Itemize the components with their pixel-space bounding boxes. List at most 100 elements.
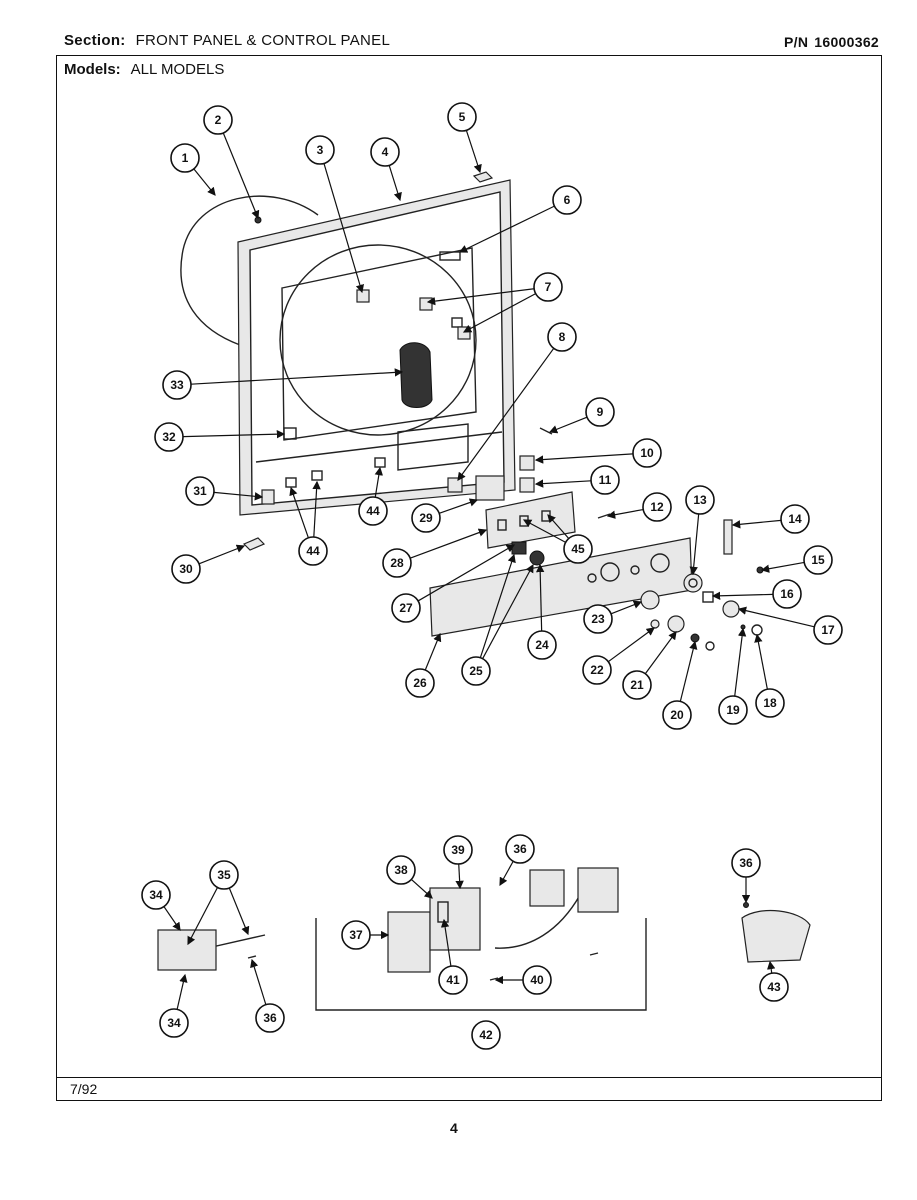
callout-25-24: 25 <box>461 656 491 686</box>
callout-number: 36 <box>739 856 753 870</box>
timer-29 <box>475 475 505 501</box>
callout-number: 34 <box>167 1016 181 1030</box>
callout-circle <box>662 700 692 730</box>
callout-38-40: 38 <box>386 855 416 885</box>
callout-circle <box>162 370 192 400</box>
harness-details <box>157 867 811 1011</box>
callout-number: 41 <box>446 973 460 987</box>
callout-17-16: 17 <box>813 615 843 645</box>
callout-circle <box>527 630 557 660</box>
leader-line-12-11-0 <box>606 508 644 519</box>
callout-24-23: 24 <box>527 630 557 660</box>
bracket-43 <box>741 910 811 963</box>
callout-number: 1 <box>182 151 189 165</box>
callout-circle <box>718 695 748 725</box>
panel-separator <box>255 431 503 463</box>
clip-30 <box>242 537 266 551</box>
leader-line-9-8-0 <box>548 416 588 434</box>
callout-40-42: 40 <box>522 965 552 995</box>
section-header: Section: FRONT PANEL & CONTROL PANEL <box>64 32 390 49</box>
callout-10-9: 10 <box>632 438 662 468</box>
leader-line-14-13-0 <box>731 519 782 529</box>
cutout-hinge <box>451 317 463 328</box>
leader-line-41-43-0 <box>440 918 452 967</box>
callout-number: 21 <box>630 678 644 692</box>
callout-41-43: 41 <box>438 965 468 995</box>
screw-36a <box>247 955 257 959</box>
callout-circle <box>585 397 615 427</box>
callout-number: 43 <box>767 980 781 994</box>
callout-number: 35 <box>217 868 231 882</box>
callout-circle <box>170 143 200 173</box>
leader-line-10-9-0 <box>534 453 634 464</box>
callout-36-36: 36 <box>505 834 535 864</box>
callout-28-27: 28 <box>382 548 412 578</box>
clip-7b <box>457 326 471 340</box>
leader-line-31-30-0 <box>213 491 264 501</box>
callout-circle <box>391 593 421 623</box>
callout-23-22: 23 <box>583 604 613 634</box>
callout-9-8: 9 <box>585 397 615 427</box>
door-opening-circle <box>279 244 477 436</box>
callout-circle <box>590 465 620 495</box>
spring-16 <box>702 591 714 603</box>
callout-number: 42 <box>479 1028 493 1042</box>
callout-2-1: 2 <box>203 105 233 135</box>
callout-number: 33 <box>170 378 184 392</box>
cap-20 <box>690 633 700 643</box>
callout-number: 37 <box>349 928 363 942</box>
callout-number: 34 <box>149 888 163 902</box>
latch-3 <box>356 289 370 303</box>
leader-line-34-38-0 <box>176 973 188 1010</box>
section-label: Section: <box>64 32 126 49</box>
callout-18-17: 18 <box>755 688 785 718</box>
console-knob-hole-a <box>600 562 620 582</box>
leader-line-4-3-0 <box>388 165 402 202</box>
front-panel-drawing <box>180 171 516 551</box>
callout-number: 10 <box>640 446 654 460</box>
callout-34-33: 34 <box>141 880 171 910</box>
callout-number: 6 <box>564 193 571 207</box>
callout-circle <box>582 655 612 685</box>
leader-line-45-48-1 <box>547 514 570 539</box>
leader-line-44-46-0 <box>374 466 383 498</box>
callout-circle <box>405 668 435 698</box>
callout-circle <box>522 965 552 995</box>
leader-line-3-2-0 <box>323 163 364 294</box>
callout-8-7: 8 <box>547 322 577 352</box>
callout-32-31: 32 <box>154 422 184 452</box>
knob-25 <box>529 550 545 566</box>
knob-13-inner <box>688 578 698 588</box>
section-value: FRONT PANEL & CONTROL PANEL <box>135 32 391 49</box>
callout-circle <box>505 834 535 864</box>
callout-27-26: 27 <box>391 593 421 623</box>
callout-42-44: 42 <box>471 1020 501 1050</box>
leader-line-22-21-0 <box>607 627 655 663</box>
callout-number: 40 <box>530 973 544 987</box>
callout-number: 3 <box>317 143 324 157</box>
callout-circle <box>382 548 412 578</box>
callout-5-4: 5 <box>447 102 477 132</box>
leader-line-36-36-0 <box>499 860 514 887</box>
callout-circle <box>386 855 416 885</box>
bracket-14 <box>723 519 733 555</box>
revision-date: 7/92 <box>70 1081 98 1097</box>
cable <box>494 894 581 949</box>
leader-lines <box>163 130 815 1010</box>
clip-7a <box>419 297 433 311</box>
leader-line-38-40-0 <box>410 878 433 899</box>
callout-number: 30 <box>179 562 193 576</box>
callout-number: 2 <box>215 113 222 127</box>
leader-line-13-12-0 <box>689 513 700 576</box>
leader-line-11-10-0 <box>534 479 592 488</box>
clip-5 <box>472 171 494 183</box>
group-bracket-42 <box>315 918 647 1011</box>
leader-line-21-20-0 <box>644 631 677 675</box>
callout-21-20: 21 <box>622 670 652 700</box>
part-10 <box>519 455 535 471</box>
callout-43-45: 43 <box>759 972 789 1002</box>
leader-line-19-18-0 <box>734 627 747 697</box>
callout-circle <box>547 322 577 352</box>
